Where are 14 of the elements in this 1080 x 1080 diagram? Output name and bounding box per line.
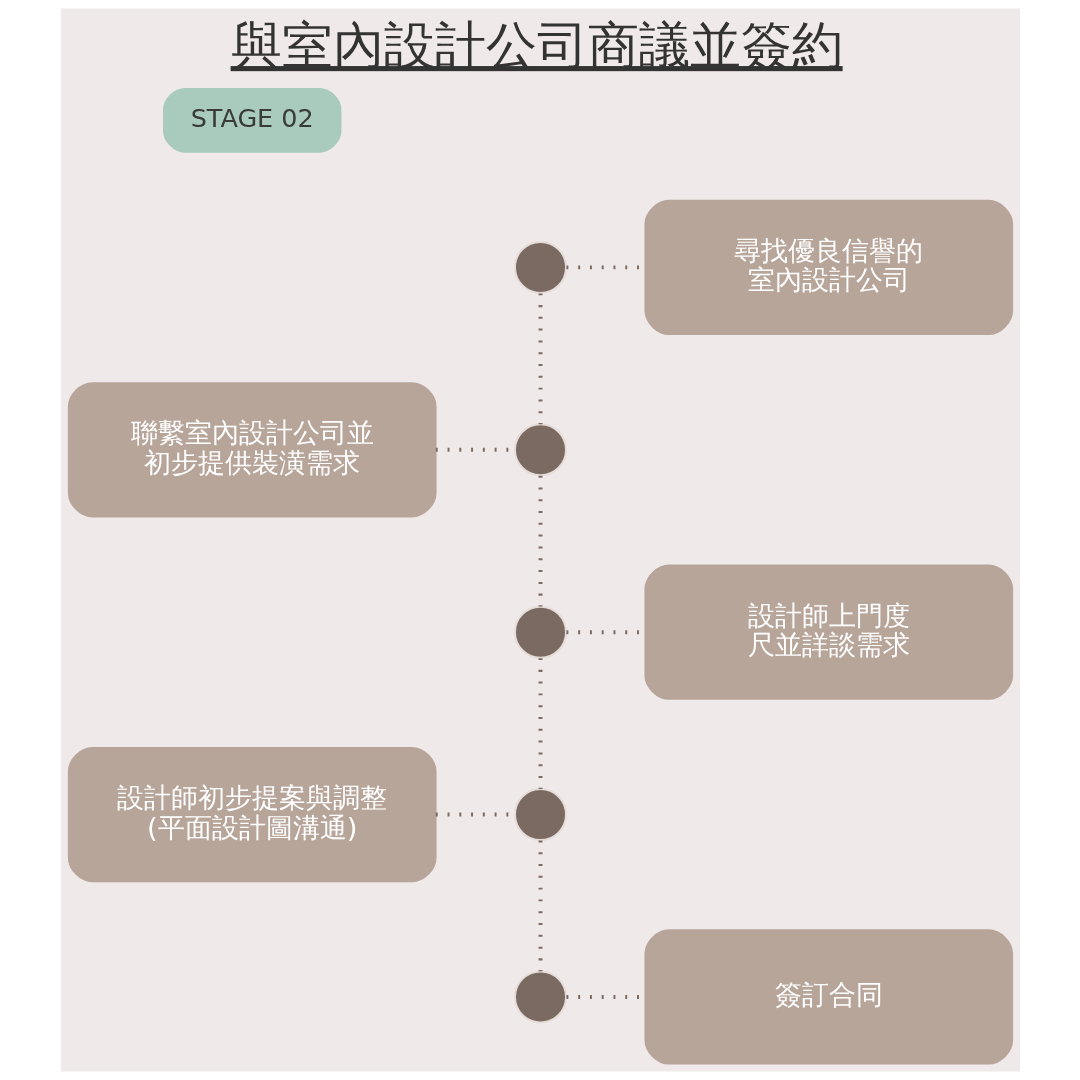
node-box: STAGE 02 xyxy=(162,87,341,153)
node-box: 簽訂合同 xyxy=(643,929,1013,1065)
connector xyxy=(538,293,542,425)
node-circle xyxy=(513,240,567,294)
connector xyxy=(538,658,542,789)
node-box: 聯繫室內設計公司並初步提供裝潢需求 xyxy=(67,382,437,518)
node-circle xyxy=(513,605,567,659)
node-circle xyxy=(513,423,567,477)
node-circle xyxy=(513,970,567,1024)
node-circle xyxy=(513,788,567,842)
node-box: 設計師上門度尺並詳談需求 xyxy=(643,564,1013,700)
diagram-title: 與室內設計公司商議並簽約 xyxy=(230,16,843,76)
node-box: 設計師初步提案與調整(平面設計圖溝通) xyxy=(67,746,437,883)
node-box: 尋找優良信譽的室內設計公司 xyxy=(643,199,1013,336)
